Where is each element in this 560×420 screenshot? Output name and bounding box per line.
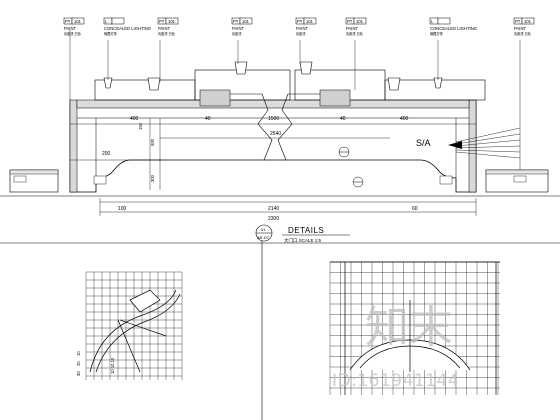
- tag-label: PAINT: [64, 26, 76, 31]
- dim-inner-right: 400: [400, 116, 409, 122]
- dim-left-vertical-a: 150: [138, 122, 143, 130]
- detail-subtitle: 大门口 SCALE 1:5: [284, 237, 322, 244]
- watermark-id: ID:161941144: [332, 371, 459, 391]
- tag-note: 乳胶漆 白色: [158, 31, 176, 36]
- tag-note: 乳胶漆 白色: [346, 31, 364, 36]
- tag-label: PAINT: [514, 26, 526, 31]
- tag-number-box: [353, 17, 367, 25]
- tag-number: 101: [524, 19, 532, 24]
- dim-center-span: 1500: [268, 116, 279, 122]
- tag-code: L: [105, 19, 108, 24]
- dim-bottom-mid: 2140: [268, 206, 279, 212]
- tag-number: 101: [168, 19, 176, 24]
- tag-number: 101: [306, 19, 314, 24]
- tag-label: PAINT: [158, 26, 170, 31]
- tag-number: 101: [356, 19, 364, 24]
- tag-number-box: [437, 17, 451, 25]
- left-detail-labels: 10 20 30 10 10 10: [76, 351, 115, 376]
- tag-number-box: [165, 17, 179, 25]
- right-detail: [329, 261, 500, 395]
- tag-number-box: [239, 17, 253, 25]
- dim-bottom-left: 100: [118, 206, 127, 212]
- tag-code: PT: [65, 19, 71, 24]
- watermark-brand: 知末: [365, 302, 453, 353]
- left-label-2: 20: [76, 361, 81, 366]
- detail-ref-number: 01: [261, 227, 266, 232]
- dim-left-vertical-b: 500: [150, 138, 155, 146]
- detail-sheet: AR-DT: [257, 235, 270, 240]
- tag-code: PT: [297, 19, 303, 24]
- title-block: 01 AR-DT DETAILS 大门口 SCALE 1:5: [0, 224, 560, 420]
- left-label-1: 10: [76, 351, 81, 356]
- tag-code: L: [431, 19, 434, 24]
- tag-number-box: [71, 17, 85, 25]
- tag-label: CONCEALED LIGHTING: [104, 26, 151, 31]
- dim-center-left: 40: [205, 116, 211, 122]
- dim-left-vertical-c: 300: [150, 174, 155, 182]
- tag-note: 暗藏灯带: [104, 31, 118, 36]
- tag-label: PAINT: [232, 26, 244, 31]
- left-detail: 10 20 30 10 10 10: [76, 271, 183, 380]
- tag-note: 乳胶漆: [232, 31, 242, 36]
- detail-title: DETAILS: [288, 226, 324, 235]
- tag-number: 101: [74, 19, 82, 24]
- tag-note: 乳胶漆 白色: [64, 31, 82, 36]
- tag-number-box: [303, 17, 317, 25]
- tag-number-box: [111, 17, 125, 25]
- dim-bottom-right: 60: [412, 206, 418, 212]
- tag-note: 乳胶漆: [296, 31, 306, 36]
- dim-overall-inner: 2540: [270, 131, 281, 137]
- tag-code: PT: [515, 19, 521, 24]
- section-dimensions: 400 40 1500 40 400 2540 200 150 500 300 …: [102, 116, 431, 222]
- dim-center-right: 40: [340, 116, 346, 122]
- tag-note: 乳胶漆 白色: [514, 31, 532, 36]
- left-label-3: 30: [76, 371, 81, 376]
- dim-inner-left: 400: [130, 116, 139, 122]
- tag-code: PT: [347, 19, 353, 24]
- tag-code: PT: [159, 19, 165, 24]
- tag-label: PAINT: [346, 26, 358, 31]
- tag-note: 暗藏灯带: [430, 31, 444, 36]
- tag-label: CONCEALED LIGHTING: [430, 26, 477, 31]
- dim-bottom-total: 2300: [268, 216, 279, 222]
- tag-label: PAINT: [296, 26, 308, 31]
- tag-number: 101: [242, 19, 250, 24]
- ceiling-section: [0, 30, 560, 216]
- watermark: 知末 ID:161941144: [332, 302, 459, 391]
- dim-left-side: 200: [102, 151, 111, 157]
- tag-number-box: [521, 17, 535, 25]
- section-marker: S/A: [416, 138, 431, 148]
- tag-code: PT: [233, 19, 239, 24]
- left-label-h: 10 10 10: [110, 357, 115, 374]
